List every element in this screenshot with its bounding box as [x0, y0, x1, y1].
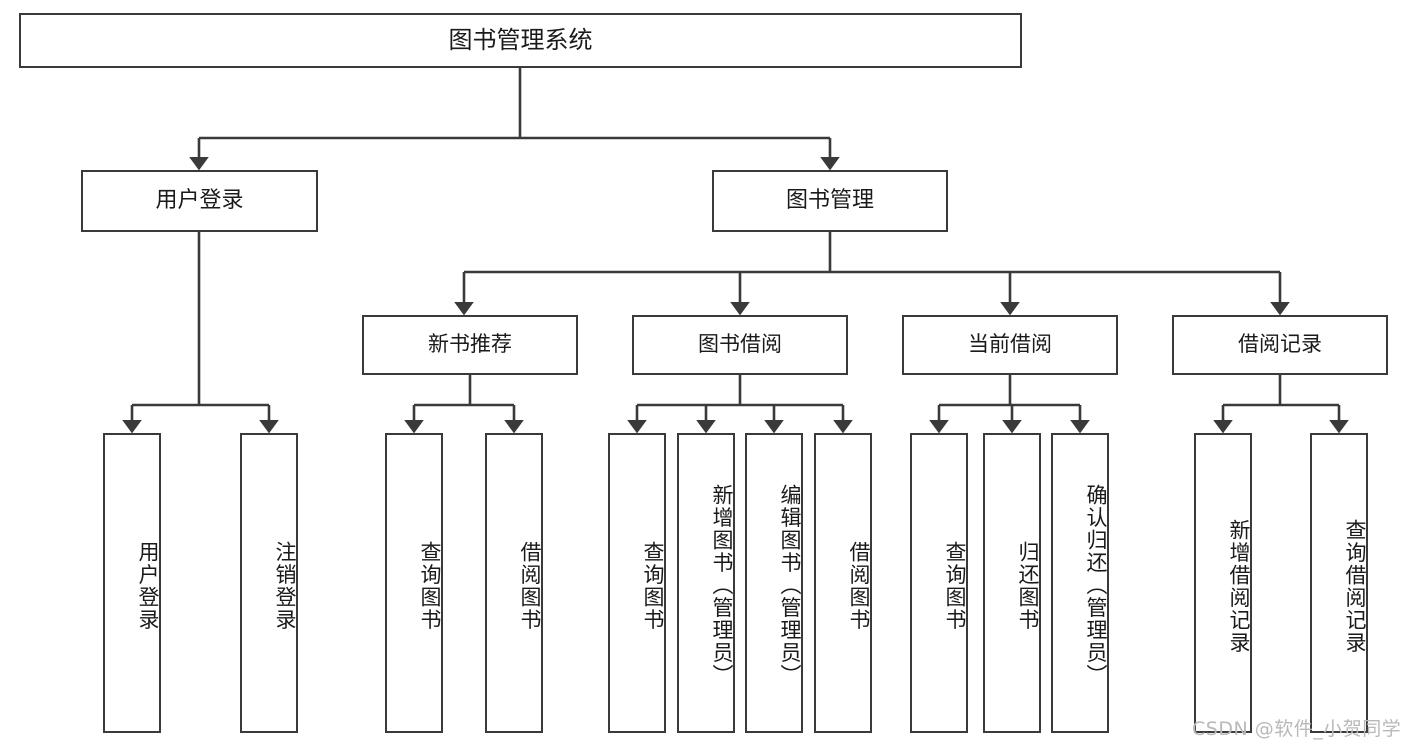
node-book-management[interactable]: 图书管理 — [712, 170, 948, 232]
node-user-login[interactable]: 用户登录 — [81, 170, 318, 232]
leaf-add-book-admin[interactable]: 新增图书（管理员） — [677, 433, 735, 733]
leaf-borrow-book[interactable]: 借阅图书 — [814, 433, 872, 733]
leaf-logout[interactable]: 注销登录 — [240, 433, 298, 733]
leaf-user-login[interactable]: 用户登录 — [103, 433, 161, 733]
node-borrow-record[interactable]: 借阅记录 — [1172, 315, 1388, 375]
leaf-query-borrow-record[interactable]: 查询借阅记录 — [1310, 433, 1368, 733]
leaf-borrow-book-recommend[interactable]: 借阅图书 — [485, 433, 543, 733]
leaf-query-book-borrow[interactable]: 查询图书 — [608, 433, 666, 733]
leaf-add-borrow-record[interactable]: 新增借阅记录 — [1194, 433, 1252, 733]
leaf-query-book-current[interactable]: 查询图书 — [910, 433, 968, 733]
leaf-edit-book-admin[interactable]: 编辑图书（管理员） — [745, 433, 803, 733]
node-root[interactable]: 图书管理系统 — [19, 13, 1022, 68]
csdn-watermark: CSDN @软件_小贺同学 — [1192, 718, 1402, 740]
node-new-book-recommend[interactable]: 新书推荐 — [362, 315, 578, 375]
leaf-confirm-return-admin[interactable]: 确认归还（管理员） — [1051, 433, 1109, 733]
node-book-borrow[interactable]: 图书借阅 — [632, 315, 848, 375]
node-current-borrow[interactable]: 当前借阅 — [902, 315, 1118, 375]
leaf-return-book[interactable]: 归还图书 — [983, 433, 1041, 733]
leaf-query-book-recommend[interactable]: 查询图书 — [385, 433, 443, 733]
